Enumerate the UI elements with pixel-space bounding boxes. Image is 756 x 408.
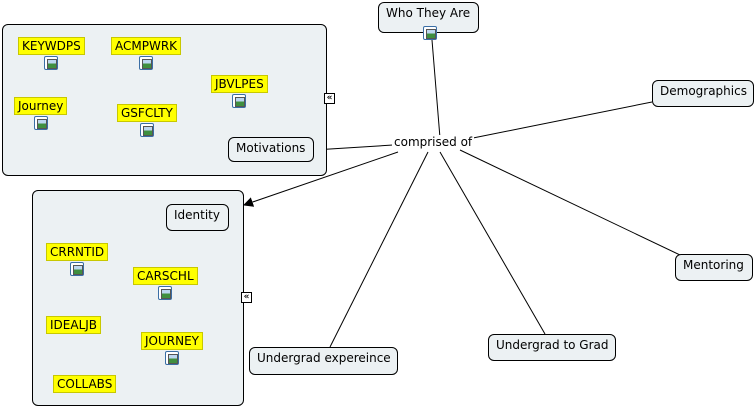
tag-idealjb[interactable]: IDEALJB xyxy=(46,316,102,334)
link-demographics xyxy=(472,101,653,139)
node-motivations-label: Motivations xyxy=(236,141,306,155)
link-who xyxy=(431,39,441,139)
node-who-label: Who They Are xyxy=(386,6,471,20)
link-motivations xyxy=(313,144,394,151)
node-mentoring-label: Mentoring xyxy=(683,258,744,272)
tag-acmpwrk-label[interactable]: ACMPWRK xyxy=(111,37,182,55)
node-identity[interactable]: Identity xyxy=(166,204,229,231)
image-icon[interactable] xyxy=(70,262,85,276)
link-undergrad-to-grad xyxy=(439,151,546,335)
tag-collabs-label[interactable]: COLLABS xyxy=(53,375,117,393)
image-icon[interactable] xyxy=(44,56,59,70)
node-mentoring[interactable]: Mentoring xyxy=(675,254,753,281)
tag-gsfclty[interactable]: GSFCLTY xyxy=(117,104,177,137)
node-identity-label: Identity xyxy=(174,208,220,222)
node-motivations[interactable]: Motivations xyxy=(228,137,314,162)
tag-keywdps[interactable]: KEYWDPS xyxy=(18,37,85,70)
tag-journey-label[interactable]: Journey xyxy=(14,97,68,115)
tag-carschl[interactable]: CARSCHL xyxy=(133,267,198,300)
link-phrase-comprised-of[interactable]: comprised of xyxy=(392,135,475,149)
image-icon[interactable] xyxy=(33,116,48,130)
node-demographics-label: Demographics xyxy=(660,84,747,98)
node-undergrad-to-grad[interactable]: Undergrad to Grad xyxy=(488,334,616,361)
tag-jbvlpes-label[interactable]: JBVLPES xyxy=(211,75,268,93)
node-undergrad-to-grad-label: Undergrad to Grad xyxy=(496,338,609,352)
tag-jbvlpes[interactable]: JBVLPES xyxy=(211,75,268,108)
tag-journey-identity-label[interactable]: JOURNEY xyxy=(141,332,203,350)
tag-acmpwrk[interactable]: ACMPWRK xyxy=(111,37,182,70)
tag-idealjb-label[interactable]: IDEALJB xyxy=(46,316,102,334)
image-icon[interactable] xyxy=(139,123,154,137)
link-mentoring xyxy=(459,149,681,256)
tag-journey[interactable]: Journey xyxy=(14,97,68,130)
image-icon[interactable] xyxy=(165,351,179,365)
tag-gsfclty-label[interactable]: GSFCLTY xyxy=(117,104,177,122)
link-undergrad-experience xyxy=(329,151,429,348)
node-undergrad-experience[interactable]: Undergrad expereince xyxy=(249,347,398,375)
collapse-identity-icon[interactable]: « xyxy=(241,292,252,303)
image-icon[interactable] xyxy=(139,56,154,70)
node-undergrad-experience-label: Undergrad expereince xyxy=(257,351,391,365)
tag-journey-identity[interactable]: JOURNEY xyxy=(141,332,203,365)
node-demographics[interactable]: Demographics xyxy=(652,80,754,107)
image-icon[interactable] xyxy=(158,286,173,300)
tag-crrntid[interactable]: CRRNTID xyxy=(46,243,109,276)
tag-collabs[interactable]: COLLABS xyxy=(53,375,117,393)
tag-carschl-label[interactable]: CARSCHL xyxy=(133,267,198,285)
tag-keywdps-label[interactable]: KEYWDPS xyxy=(18,37,85,55)
image-icon[interactable] xyxy=(423,26,437,40)
collapse-motivations-icon[interactable]: « xyxy=(324,93,335,104)
link-identity xyxy=(243,151,399,207)
tag-crrntid-label[interactable]: CRRNTID xyxy=(46,243,109,261)
image-icon[interactable] xyxy=(232,94,247,108)
